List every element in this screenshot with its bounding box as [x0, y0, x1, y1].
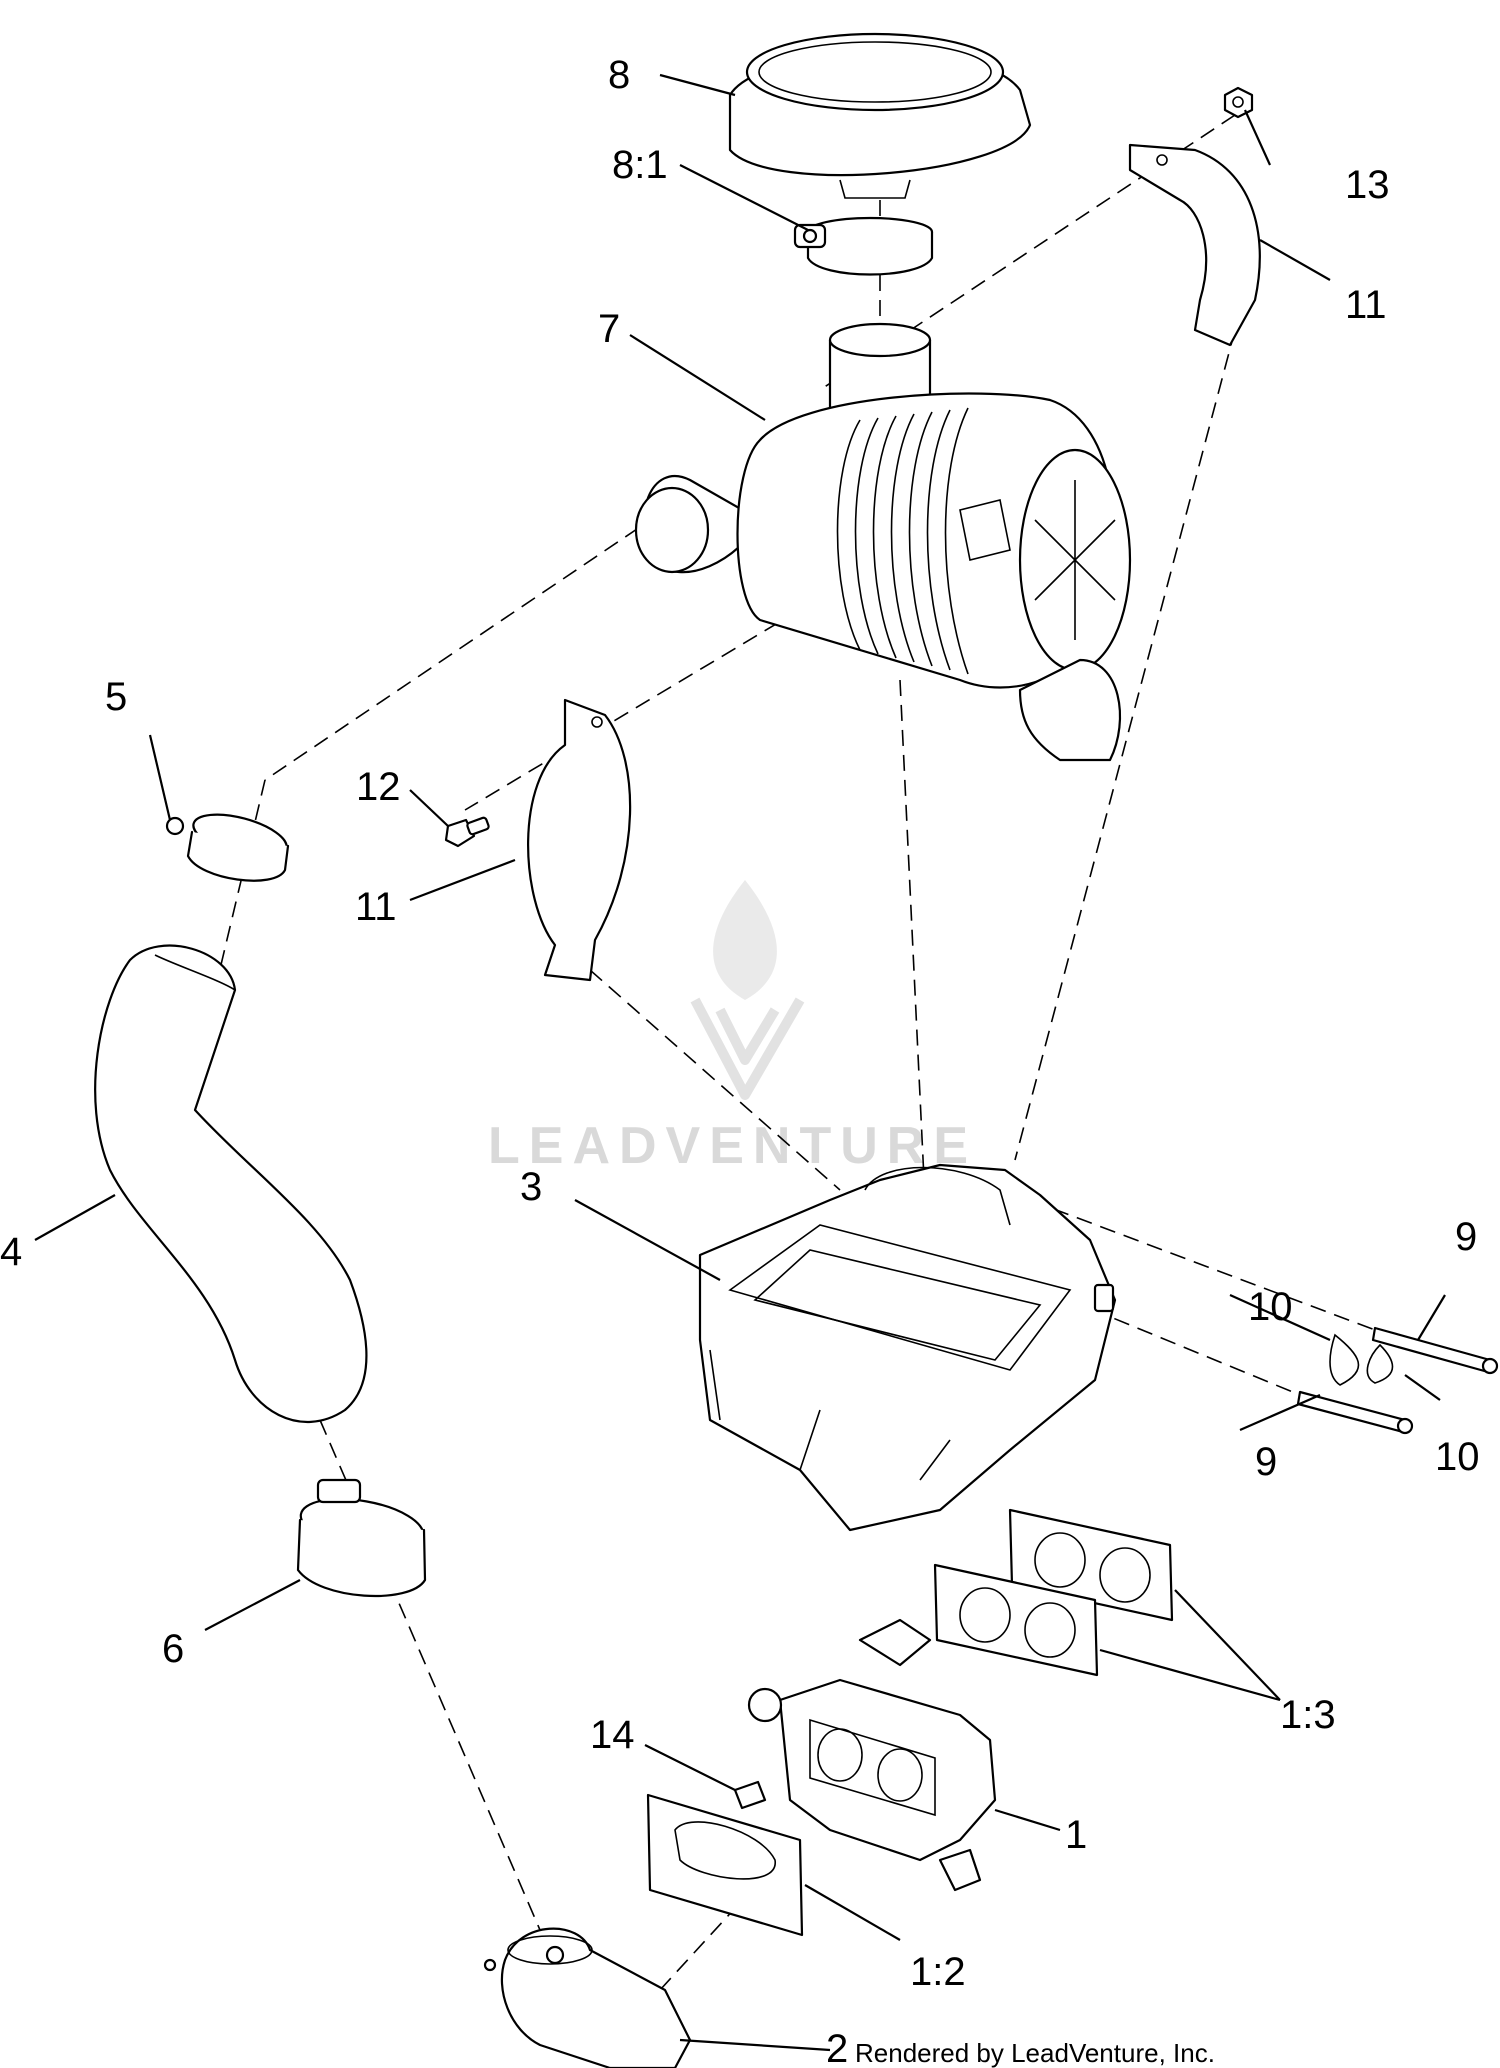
precleaner-cap-part — [728, 32, 1032, 199]
upper-bracket-part — [1128, 143, 1261, 347]
watermark-text: LEADVENTURE — [488, 1117, 977, 1175]
callout-3: 3 — [520, 1165, 542, 1209]
callout-4: 4 — [0, 1230, 22, 1274]
intake-housing-part — [698, 1163, 1117, 1532]
intake-hose-part — [94, 944, 368, 1423]
elbow-gasket-part — [646, 1793, 804, 1937]
retaining-clip-part — [733, 1780, 767, 1810]
callout-leader-lines — [34, 73, 1446, 2052]
callout-5: 5 — [105, 675, 127, 719]
carburetor-part — [747, 1618, 997, 1892]
callout-8-1: 8:1 — [612, 143, 668, 187]
callout-9-lower: 9 — [1255, 1440, 1277, 1484]
callout-labels: 8 8:1 7 13 11 5 12 11 4 3 9 10 9 10 6 1:… — [0, 53, 1480, 2068]
callout-1-2: 1:2 — [910, 1950, 966, 1994]
leadventure-watermark: LEADVENTURE — [488, 880, 977, 1175]
callout-11-upper: 11 — [1345, 283, 1387, 327]
hex-nut-part — [1223, 86, 1254, 119]
hose-clamp-lower-part — [296, 1478, 427, 1598]
bolt-part — [444, 816, 490, 848]
callout-8: 8 — [608, 53, 630, 97]
callout-12: 12 — [356, 765, 401, 809]
callout-1: 1 — [1065, 1813, 1087, 1857]
gaskets-part — [933, 1508, 1174, 1677]
callout-9-upper: 9 — [1455, 1215, 1477, 1259]
callout-2: 2 — [826, 2027, 848, 2068]
render-credit: Rendered by LeadVenture, Inc. — [855, 2038, 1215, 2068]
callout-7: 7 — [598, 307, 620, 351]
callout-6: 6 — [162, 1627, 184, 1671]
callout-13: 13 — [1345, 163, 1390, 207]
callout-10-lower: 10 — [1435, 1435, 1480, 1479]
air-cleaner-part — [634, 322, 1132, 762]
callout-1-3: 1:3 — [1280, 1693, 1336, 1737]
hose-clamp-upper-part — [165, 813, 290, 882]
callout-11-lower: 11 — [355, 885, 397, 929]
callout-10-upper: 10 — [1248, 1285, 1293, 1329]
assembly-guide-lines — [214, 114, 1376, 1991]
precleaner-clamp-part — [793, 216, 934, 276]
pins-and-clips-part — [1296, 1326, 1499, 1435]
callout-14: 14 — [590, 1713, 635, 1757]
intake-elbow-part — [483, 1927, 692, 2068]
lower-bracket-part — [527, 698, 632, 982]
